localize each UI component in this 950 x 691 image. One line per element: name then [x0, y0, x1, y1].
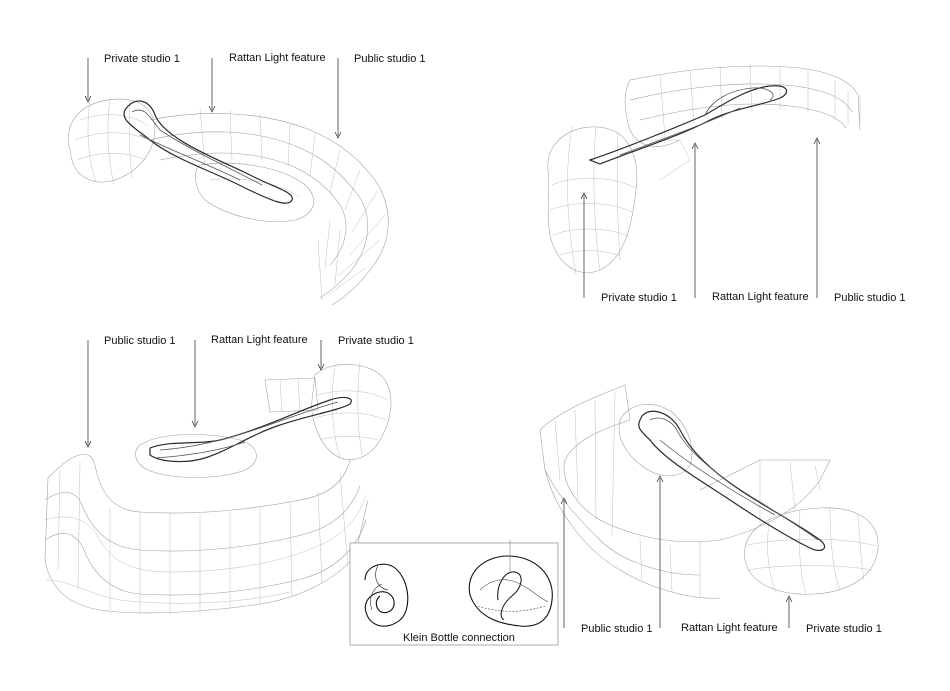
label-rattan-feature: Rattan Light feature: [229, 52, 326, 64]
view-bottom-left: Public studio 1 Rattan Light feature Pri…: [44, 334, 414, 614]
label-rattan-feature: Rattan Light feature: [211, 334, 308, 346]
klein-bottle-sketch-right: [468, 540, 553, 627]
label-private-studio: Private studio 1: [338, 335, 414, 347]
rattan-feature-bottom-left: [149, 396, 352, 463]
rattan-feature-bottom-right: [638, 410, 825, 552]
rattan-feature-top-left: [123, 100, 293, 204]
label-private-studio: Private studio 1: [104, 53, 180, 65]
leaders-bottom-right: [560, 475, 793, 628]
inset-frame: [349, 542, 559, 646]
rattan-feature-top-right: [588, 85, 788, 165]
wireframe-bottom-left: [44, 361, 392, 614]
label-rattan-feature: Rattan Light feature: [712, 291, 809, 303]
view-top-left: Private studio 1 Rattan Light feature Pu…: [68, 52, 426, 306]
inset-caption: Klein Bottle connection: [403, 632, 515, 644]
wireframe-top-left: [68, 97, 389, 306]
label-public-studio: Public studio 1: [834, 292, 906, 304]
label-public-studio: Public studio 1: [104, 335, 176, 347]
label-private-studio: Private studio 1: [601, 292, 677, 304]
view-top-right: Private studio 1 Rattan Light feature Pu…: [547, 63, 906, 304]
label-private-studio: Private studio 1: [806, 623, 882, 635]
wireframe-bottom-right: [539, 384, 879, 599]
wireframe-top-right: [547, 63, 861, 275]
leaders-top-left: [84, 58, 342, 139]
label-public-studio: Public studio 1: [581, 623, 653, 635]
klein-bottle-sketch-left: [364, 563, 409, 627]
view-bottom-right: Public studio 1 Rattan Light feature Pri…: [539, 384, 882, 635]
klein-bottle-inset: Klein Bottle connection: [349, 540, 559, 646]
leaders-top-right: [580, 137, 821, 298]
leaders-bottom-left: [84, 340, 325, 448]
label-rattan-feature: Rattan Light feature: [681, 622, 778, 634]
label-public-studio: Public studio 1: [354, 53, 426, 65]
